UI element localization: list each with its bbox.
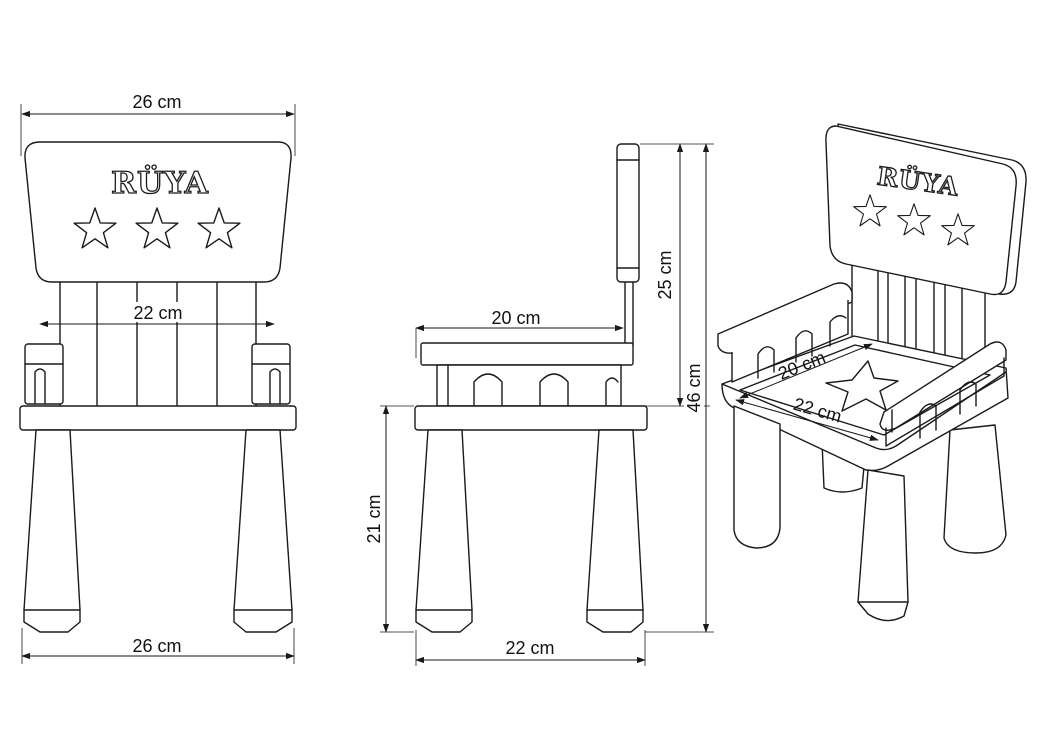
side-legs <box>415 429 644 633</box>
side-seat <box>414 405 648 431</box>
dim-front-leg-span: 26 cm <box>132 636 181 656</box>
front-back-slats <box>59 275 257 409</box>
dimension-lines <box>21 110 879 664</box>
front-legs <box>23 429 293 633</box>
front-brand-text: RÜYA <box>111 164 209 201</box>
front-armrest-right <box>251 343 291 405</box>
front-seat <box>19 405 297 431</box>
iso-armrest-right <box>879 341 1007 447</box>
side-view <box>414 143 648 633</box>
front-armrest-left <box>24 343 64 405</box>
isometric-view: RÜYA <box>717 123 1027 622</box>
dim-side-leg-span: 22 cm <box>505 638 554 658</box>
dim-side-total-height: 46 cm <box>684 363 704 412</box>
dim-side-back-height: 25 cm <box>655 250 675 299</box>
side-armrest <box>420 342 634 366</box>
dim-side-leg-height: 21 cm <box>364 494 384 543</box>
front-view: RÜYA <box>19 141 297 633</box>
dim-front-seat-width: 22 cm <box>133 303 182 323</box>
dim-side-seat-depth: 20 cm <box>491 308 540 328</box>
side-backrest <box>616 143 640 283</box>
dim-front-back-width: 26 cm <box>132 92 181 112</box>
iso-backrest <box>825 125 1017 296</box>
side-apron <box>436 364 622 407</box>
iso-legs <box>733 405 909 622</box>
